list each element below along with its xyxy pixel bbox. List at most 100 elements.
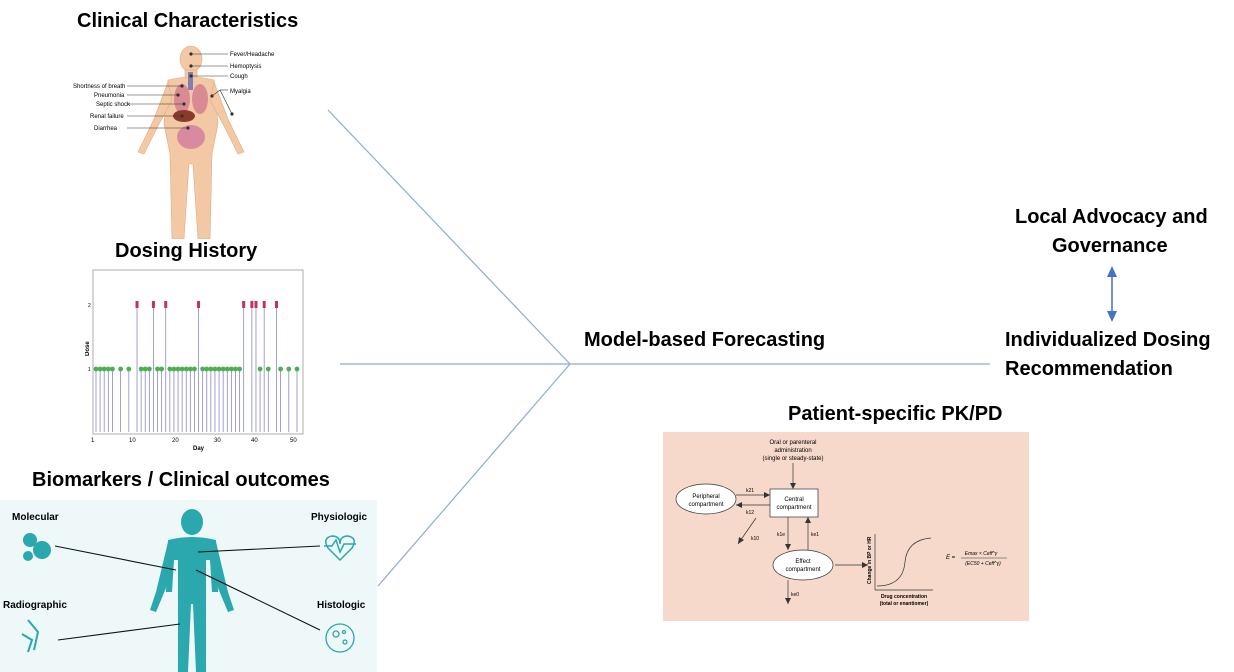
dosing-xlabel: Day: [193, 446, 205, 452]
pkpd-effect-1: Effect: [795, 559, 811, 565]
dose-marker-high: [242, 301, 246, 308]
dose-marker-high: [135, 301, 139, 308]
heading-pkpd: Patient-specific PK/PD: [788, 403, 1003, 425]
pkpd-admin-3: (single or steady-state): [762, 456, 823, 462]
heading-clinical: Clinical Characteristics: [77, 10, 299, 32]
symptom-myalgia: Myalgia: [230, 89, 251, 95]
dose-stems: [93, 301, 300, 432]
arrow-down-head: [1107, 311, 1117, 322]
dose-marker-low: [192, 366, 197, 372]
dosing-xtick-1: 1: [91, 438, 95, 444]
dosing-ytick-1: 1: [88, 367, 91, 373]
dose-marker-low: [294, 366, 300, 372]
dose-marker-low: [187, 366, 193, 372]
cell-histology-icon: [325, 623, 355, 653]
dose-marker-low: [204, 366, 210, 372]
pkpd-admin-2: administration: [774, 448, 811, 454]
connector-clinical: [327, 109, 571, 365]
pkpd-k1e: k1e: [777, 532, 785, 538]
biomarker-links: [54, 545, 321, 641]
dose-marker-low: [142, 366, 148, 372]
human-silhouette: [150, 509, 234, 672]
dose-marker-low: [155, 366, 160, 372]
peripheral-compartment-oval: [675, 483, 737, 515]
molecular-icon: [23, 533, 51, 561]
pkpd-eq-den: (EC50 + Ceff^γ): [965, 561, 1001, 567]
symptom-hemoptysis: Hemoptysis: [230, 64, 261, 70]
organs: [173, 72, 208, 149]
central-compartment-box: [769, 488, 819, 518]
symptom-leaders: [127, 52, 234, 130]
dose-marker-low: [101, 366, 107, 372]
dose-marker-low: [228, 366, 234, 372]
dose-marker-low: [138, 366, 144, 372]
clinical-body-figure: Fever/Headache Hemoptysis Cough Myalgia …: [73, 45, 275, 239]
pkpd-k10: k10: [751, 536, 759, 542]
dose-marker-low: [146, 366, 152, 372]
dosing-ylabel: Dose: [85, 341, 91, 356]
pkpd-diagram: Oral or parenteral administration (singl…: [675, 440, 1007, 607]
pkpd-central-2: compartment: [776, 505, 811, 511]
symptom-cough: Cough: [230, 74, 248, 80]
pkpd-panel: [663, 432, 1029, 621]
dose-marker-low: [233, 366, 238, 372]
dose-marker-low: [105, 366, 111, 372]
dose-marker-low: [97, 366, 103, 372]
heading-advocacy-1: Local Advocacy and: [1015, 206, 1208, 228]
dosing-chart: Dose 2 1 1 10 20 30 40 50 Day: [85, 269, 304, 452]
knee-xray-icon: [21, 619, 40, 653]
label-histologic: Histologic: [317, 600, 366, 611]
pkpd-curve-xlabel-1: Drug concentration: [881, 594, 927, 600]
effect-compartment-oval: [772, 549, 834, 581]
heading-idr-1: Individualized Dosing: [1005, 329, 1211, 351]
pkpd-eq-lhs: E =: [946, 555, 956, 561]
dose-marker-low: [224, 366, 230, 372]
pkpd-peripheral-2: compartment: [688, 502, 723, 508]
heading-biomarkers: Biomarkers / Clinical outcomes: [32, 469, 330, 491]
dose-marker-low: [183, 366, 189, 372]
symptom-pneumonia: Pneumonia: [94, 93, 125, 99]
dosing-xtick-20: 20: [172, 438, 179, 444]
dosing-xtick-10: 10: [129, 438, 136, 444]
dose-marker-low: [126, 366, 132, 372]
dose-marker-low: [175, 366, 181, 372]
dose-marker-low: [200, 366, 206, 372]
pkpd-effect-2: compartment: [785, 567, 820, 573]
dose-marker-low: [93, 366, 99, 372]
dose-marker-high: [254, 301, 258, 308]
dose-marker-high: [262, 301, 266, 308]
dose-marker-high: [164, 301, 168, 308]
dose-marker-high: [274, 301, 278, 308]
dosing-ytick-2: 2: [88, 303, 91, 309]
pkpd-k21: k21: [746, 488, 754, 494]
pkpd-peripheral-1: Peripheral: [692, 494, 719, 500]
dose-marker-low: [257, 366, 263, 372]
dose-marker-low: [286, 366, 292, 372]
heading-advocacy-2: Governance: [1052, 235, 1168, 257]
biomarkers-figure: Molecular Physiologic Radiographic Histo…: [3, 509, 368, 672]
dose-marker-low: [159, 366, 165, 372]
label-physiologic: Physiologic: [311, 512, 368, 523]
dose-marker-high: [151, 301, 155, 308]
dose-marker-high: [197, 301, 201, 308]
dosing-xtick-50: 50: [290, 438, 297, 444]
heart-pulse-icon: [324, 535, 356, 562]
dose-marker-low: [208, 366, 214, 372]
pkpd-ke1: ke1: [811, 532, 819, 538]
dose-marker-low: [220, 366, 226, 372]
symptom-fever: Fever/Headache: [230, 52, 275, 58]
pkpd-curve-ylabel: Change in BP or HR: [867, 536, 873, 584]
dosing-xtick-30: 30: [214, 438, 221, 444]
label-molecular: Molecular: [12, 512, 59, 523]
heading-dosing: Dosing History: [115, 240, 258, 262]
heading-model: Model-based Forecasting: [584, 329, 826, 351]
dose-marker-low: [110, 366, 115, 372]
heading-idr-2: Recommendation: [1005, 358, 1173, 380]
pkpd-ke0: ke0: [791, 592, 799, 598]
dose-marker-low: [167, 366, 173, 372]
dose-marker-high: [250, 301, 254, 308]
dosing-plot-frame: [92, 269, 304, 435]
connector-biomarkers: [377, 363, 571, 587]
dose-marker-low: [118, 366, 124, 372]
